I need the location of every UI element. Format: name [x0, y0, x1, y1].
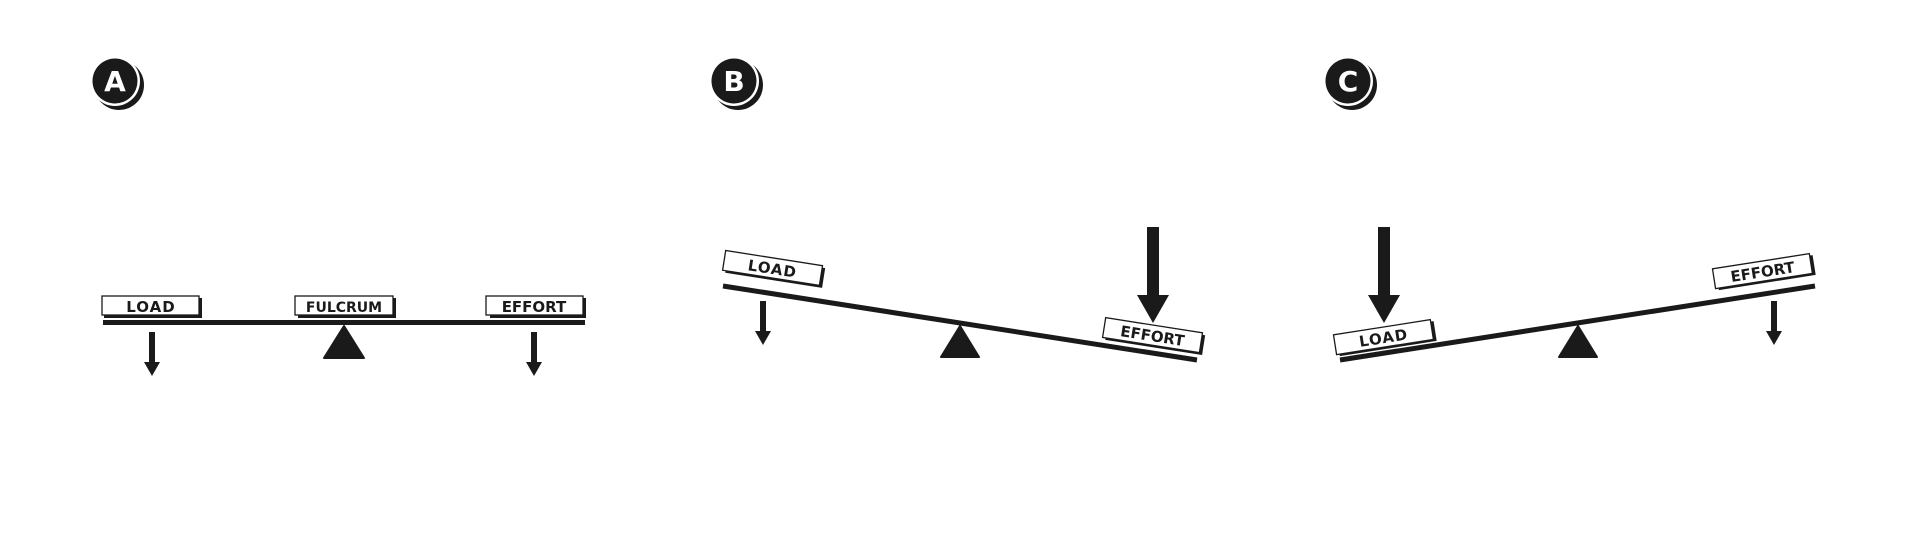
badge-letter: A	[104, 65, 126, 98]
svg-text:EFFORT: EFFORT	[502, 298, 567, 316]
fulcrum-triangle	[940, 325, 980, 358]
panel-c: C LOAD EFFORT	[1323, 56, 1816, 363]
load-arrow-icon	[755, 301, 771, 345]
load-label: LOAD	[1332, 318, 1437, 357]
badge-letter: C	[1338, 65, 1359, 98]
fulcrum-label: FULCRUM	[294, 295, 396, 318]
load-arrow-icon	[1368, 227, 1400, 323]
load-arrow-icon	[144, 332, 160, 376]
badge-c: C	[1323, 56, 1377, 110]
load-label: LOAD	[721, 249, 826, 288]
fulcrum-triangle	[323, 325, 365, 359]
effort-arrow-icon	[1766, 301, 1782, 345]
panel-a: A LOAD FULCRUM EFFORT	[90, 56, 586, 376]
badge-letter: B	[723, 65, 744, 98]
effort-label: EFFORT	[485, 295, 586, 318]
badge-a: A	[90, 56, 144, 110]
svg-text:FULCRUM: FULCRUM	[306, 300, 382, 316]
lever-beam	[103, 320, 585, 325]
effort-arrow-icon	[526, 332, 542, 376]
lever-beam	[722, 283, 1198, 363]
svg-text:LOAD: LOAD	[126, 298, 175, 316]
effort-label: EFFORT	[1101, 316, 1206, 356]
lever-beam	[1339, 283, 1816, 363]
badge-b: B	[709, 56, 763, 110]
effort-arrow-icon	[1137, 227, 1169, 323]
load-label: LOAD	[101, 295, 202, 318]
fulcrum-triangle	[1558, 325, 1598, 358]
effort-label: EFFORT	[1711, 252, 1816, 291]
panel-b: B LOAD EFFORT	[709, 56, 1206, 363]
